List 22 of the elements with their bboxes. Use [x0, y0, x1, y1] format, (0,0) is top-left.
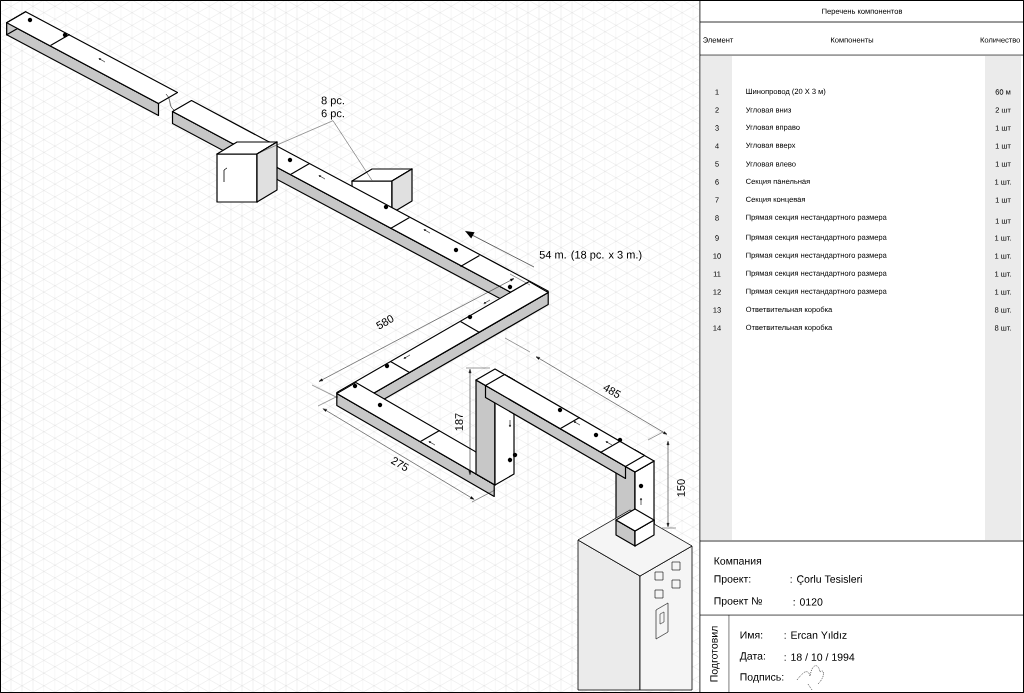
field-value: : 0120 [793, 598, 823, 606]
section-label: Подготовил [710, 626, 720, 682]
dimension-label: 275 [390, 457, 410, 471]
field-label: Подпись: [740, 673, 784, 683]
field-value: : Ercan Yıldız [784, 631, 847, 639]
dimension-label: 187 [455, 413, 463, 431]
field-value: : 18 / 10 / 1994 [784, 653, 855, 661]
dimension-label: 150 [677, 479, 685, 497]
leader-line [332, 120, 373, 181]
field-label: Имя: [740, 631, 763, 639]
leader-line [257, 120, 334, 154]
field-value: : Çorlu Tesisleri [790, 575, 862, 585]
dimension-label: 485 [603, 385, 622, 398]
field-label: Проект № [714, 597, 762, 607]
field-label: Дата: [739, 652, 765, 662]
callout-text: 54 m. (18 pc. x 3 m.) [539, 250, 642, 261]
tap-off-box [216, 141, 278, 203]
dimension-label: 580 [375, 315, 394, 329]
leader-line [465, 231, 535, 268]
field-label: Проект: [714, 575, 751, 585]
field-label: Компания [714, 557, 762, 565]
callout-text: 8 pc. 6 pc. [321, 96, 344, 120]
